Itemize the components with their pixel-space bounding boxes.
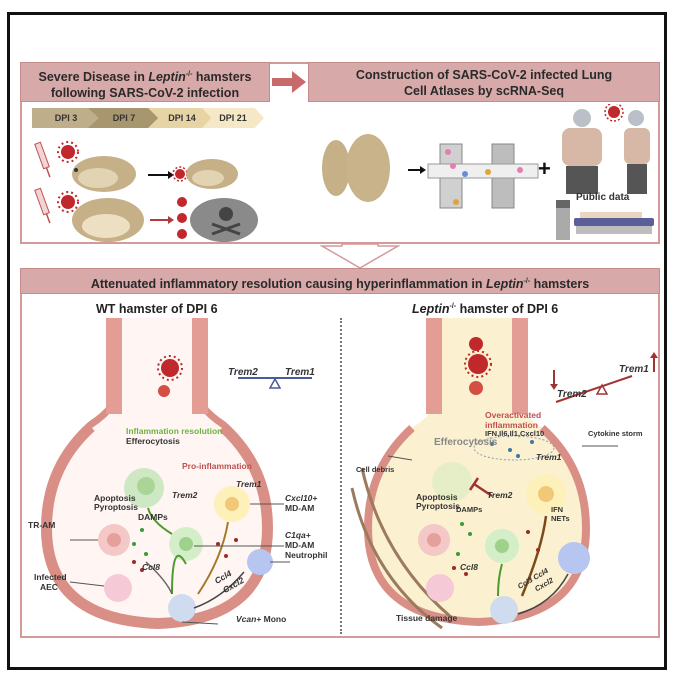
lep-overactivated: Overactivated xyxy=(485,410,542,420)
bottom-header: Attenuated inflammatory resolution causi… xyxy=(20,268,660,294)
wt-infected-label: Infected xyxy=(34,572,67,582)
wt-subtitle: WT hamster of DPI 6 xyxy=(96,302,218,316)
wt-apoptosis: Apoptosis xyxy=(94,493,136,503)
virus-icon xyxy=(172,166,188,182)
wt-vcan-mono-label: Vcan+ Mono xyxy=(236,614,287,624)
wt-md-am-label-2: MD-AM xyxy=(285,540,315,550)
wt-efferocytosis: Efferocytosis xyxy=(126,436,180,446)
wt-damps: DAMPs xyxy=(138,512,168,522)
tissue-damage-fibres xyxy=(350,467,453,630)
lep-damps: DAMPs xyxy=(456,505,483,514)
hamster-topview-lean xyxy=(322,140,350,196)
wt-aec-label: AEC xyxy=(40,582,58,592)
lep-trem2-receptor: Trem2 xyxy=(487,490,513,500)
cytokine-dots xyxy=(452,530,540,576)
virus-icon xyxy=(158,385,170,397)
wt-ccl8-label: Ccl8 xyxy=(142,562,160,572)
obese-person-icon xyxy=(562,109,602,194)
lep-trem1-receptor: Trem1 xyxy=(536,452,562,462)
public-data-label: Public data xyxy=(576,192,630,203)
wt-tr-am-label: TR-AM xyxy=(28,520,56,530)
virus-icon xyxy=(464,350,492,378)
wt-inflammation-resolution: Inflammation resolution xyxy=(126,426,223,436)
timeline-dpi14: DPI 14 xyxy=(148,108,216,128)
hamster-topview-obese xyxy=(346,134,390,202)
timeline-dpi7: DPI 7 xyxy=(88,108,160,128)
wt-trem1-receptor: Trem1 xyxy=(236,479,262,489)
lep-balance-trem2: Trem2 xyxy=(557,389,587,400)
neutrophil-cell xyxy=(247,549,273,575)
lep-cytokines: IFN,Il6,Il1,Cxcl10 xyxy=(485,429,545,438)
neutrophil-cell xyxy=(558,542,590,574)
wt-neutrophil-label: Neutrophil xyxy=(285,550,328,560)
cytokine-dots xyxy=(132,538,238,572)
wt-c1qa-label: C1qa+ xyxy=(285,530,311,540)
wt-pro-inflammation: Pro-inflammation xyxy=(182,461,252,471)
timeline-dpi3: DPI 3 xyxy=(32,108,100,128)
wt-balance-trem1: Trem1 xyxy=(285,367,315,378)
wt-trem2-receptor: Trem2 xyxy=(172,490,198,500)
ventilator-bed-icon xyxy=(556,200,654,240)
wt-infection-illustration xyxy=(34,141,258,242)
virus-icon xyxy=(604,104,624,122)
lep-cytokine-storm: Cytokine storm xyxy=(588,429,643,438)
lep-tissue-damage: Tissue damage xyxy=(396,613,458,623)
virus-icon xyxy=(57,191,79,213)
lep-ccl8-label: Ccl8 xyxy=(460,562,478,572)
trem-balance-beam xyxy=(555,375,633,403)
plus-sign: + xyxy=(538,156,551,181)
virus-icon xyxy=(157,355,183,381)
wt-md-am-label-1: MD-AM xyxy=(285,503,315,513)
lep-ifn-label: IFN xyxy=(551,505,564,514)
wt-alveolus-diagram xyxy=(40,318,312,630)
down-arrow-icon xyxy=(320,244,400,269)
lep-efferocytosis: Efferocytosis xyxy=(434,437,498,448)
scrna-seq-illustration: + xyxy=(322,104,654,240)
timeline-dpi21: DPI 21 xyxy=(202,108,264,128)
virus-icon xyxy=(177,197,187,239)
virus-icon xyxy=(469,381,483,395)
syringe-icon xyxy=(34,141,51,178)
damps-dots xyxy=(132,528,148,556)
wt-cxcl10-label: Cxcl10+ xyxy=(285,493,318,503)
virus-icon xyxy=(469,337,483,351)
figure-frame xyxy=(7,12,667,670)
balance-fulcrum-icon xyxy=(268,377,282,389)
panel-divider xyxy=(340,318,342,634)
lep-apoptosis: Apoptosis xyxy=(416,492,458,502)
skull-crossbones-icon xyxy=(211,207,241,236)
infected-aec-cell xyxy=(104,574,132,602)
cytokine-storm-cloud xyxy=(473,435,555,461)
lep-inflammation: inflammation xyxy=(485,420,538,430)
vcan-monocyte-cell xyxy=(168,594,196,622)
lep-pyroptosis: Pyroptosis xyxy=(416,501,460,511)
top-right-header: Construction of SARS-CoV-2 infected Lung… xyxy=(308,62,660,102)
wt-balance-trem2: Trem2 xyxy=(228,367,258,378)
infected-aec-cell xyxy=(426,574,454,602)
balance-fulcrum-icon xyxy=(595,383,609,395)
lep-balance-trem1: Trem1 xyxy=(619,364,649,375)
leptin-subtitle: Leptin-/- hamster of DPI 6 xyxy=(412,302,559,316)
lep-cell-debris: Cell debris xyxy=(356,465,395,474)
virus-icon xyxy=(57,141,79,163)
efferocytic-macrophage xyxy=(432,462,472,502)
top-left-header: Severe Disease in Leptin-/- hamsters fol… xyxy=(20,62,270,102)
lean-person-icon xyxy=(624,110,650,194)
monocyte-cell xyxy=(490,596,518,624)
leptin-alveolus-diagram xyxy=(350,318,658,630)
damps-dots xyxy=(456,522,472,556)
microfluidic-chip-icon xyxy=(427,143,539,209)
lep-nets-label: NETs xyxy=(551,514,570,523)
trem2-inhibition-icon xyxy=(473,482,493,498)
wt-pyroptosis: Pyroptosis xyxy=(94,502,138,512)
right-arrow-icon xyxy=(272,71,306,93)
